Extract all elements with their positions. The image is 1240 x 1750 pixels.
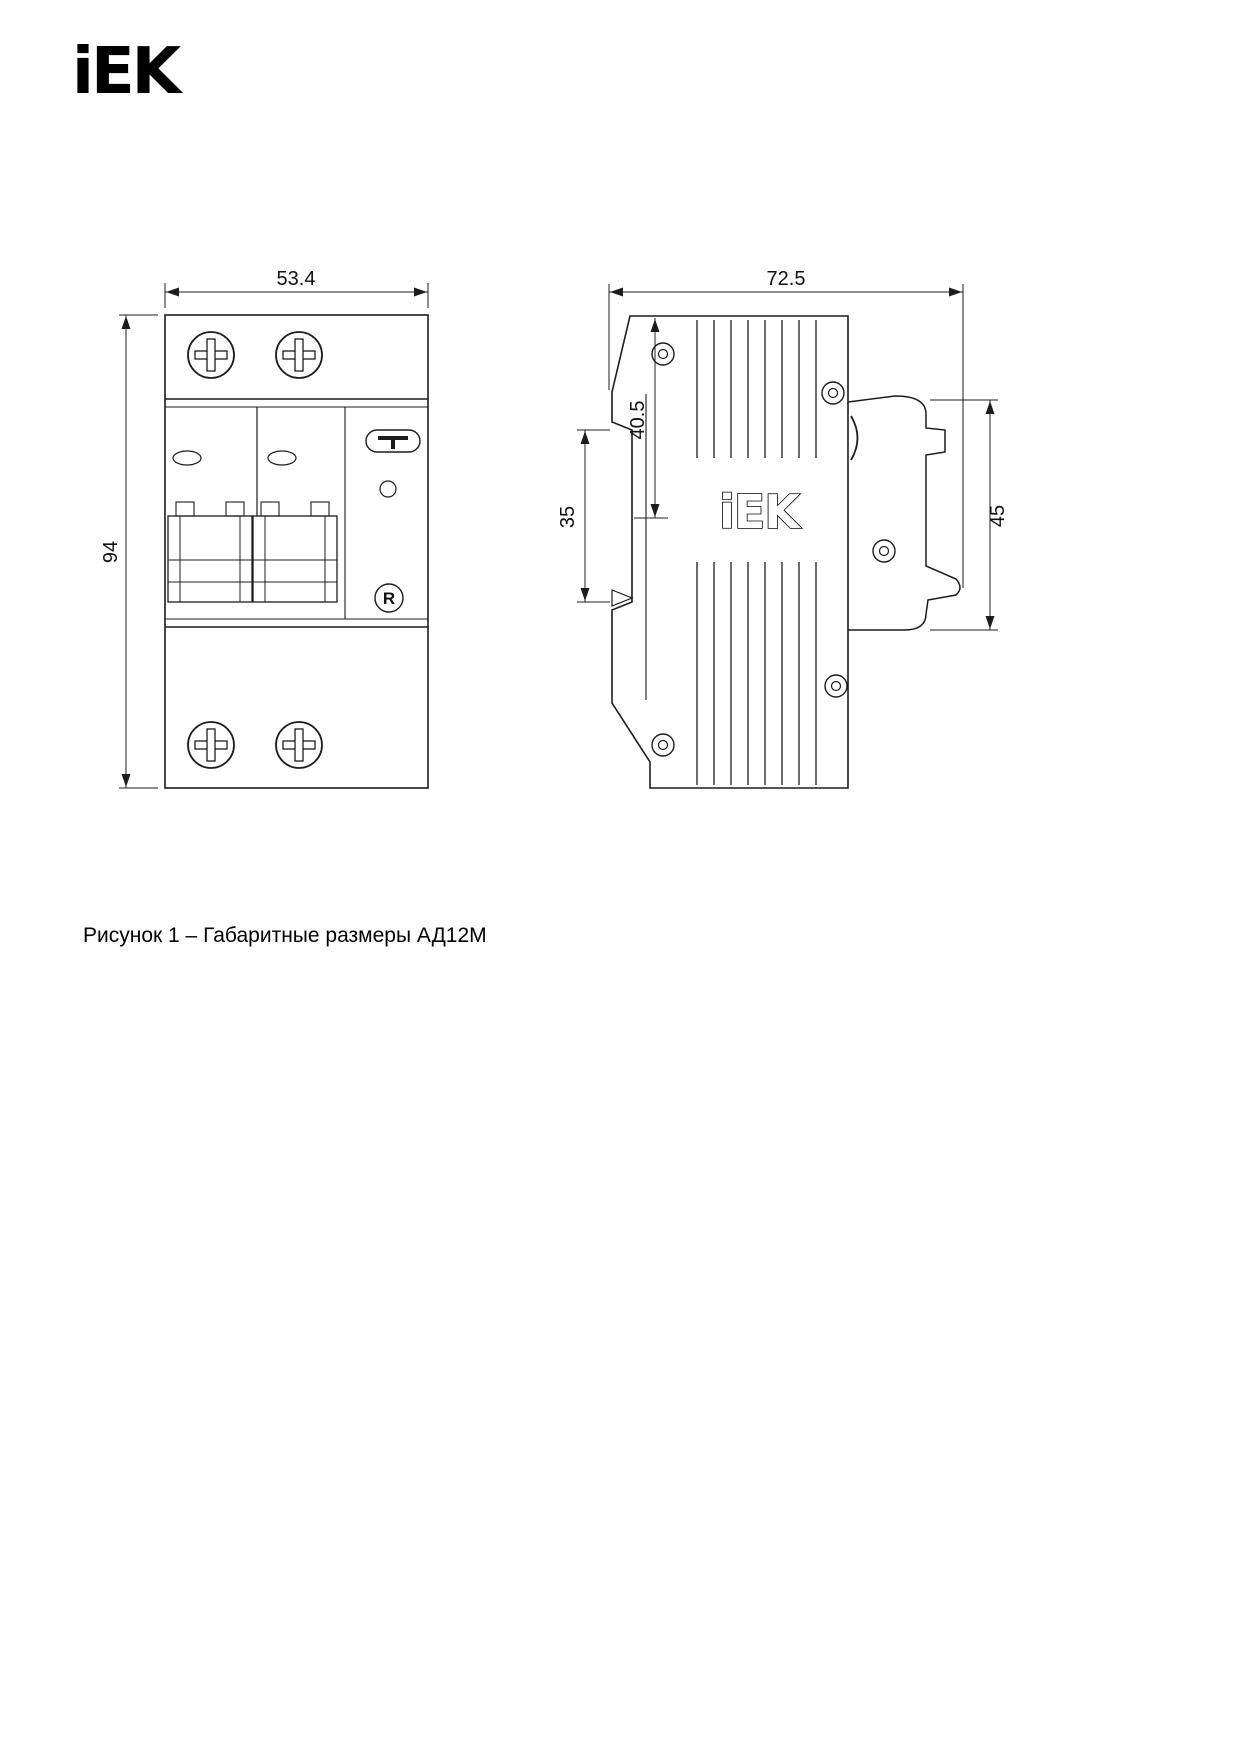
terminal-block-left <box>167 501 253 603</box>
side-depth-dim-label: 72.5 <box>767 268 806 290</box>
side-rail-recess-dim-label: 35 <box>557 506 579 528</box>
reset-mark-label: R <box>383 589 395 608</box>
pole-slot-right <box>267 450 297 466</box>
test-toggle <box>365 429 421 453</box>
rail-seat-pointer <box>611 589 634 607</box>
terminal-block-right <box>252 501 338 603</box>
screw-top-right <box>275 331 323 379</box>
front-view-body: R <box>164 314 429 789</box>
iek-logo: iEK <box>72 35 181 109</box>
front-view-dimensions: 53.4 94 <box>100 268 429 789</box>
reset-mark: R <box>374 583 404 613</box>
rivet-middle-right <box>872 539 896 563</box>
figure-caption: Рисунок 1 – Габаритные размеры АД12М <box>83 924 487 947</box>
rivet-bottom-left <box>651 733 675 757</box>
side-view-iek-logo: iEK <box>719 485 802 539</box>
rivet-top-right <box>821 381 845 405</box>
side-view-dimensions: 72.5 40.5 35 45 <box>557 268 1009 631</box>
pole-slot-left <box>172 450 202 466</box>
front-panel-profile <box>847 395 961 631</box>
side-view-body: iEK <box>611 315 961 789</box>
side-front-panel-dim-label: 45 <box>987 505 1009 527</box>
rivet-bottom-right <box>824 674 848 698</box>
housing-ribs-top <box>696 320 817 458</box>
screw-bottom-left <box>187 721 235 769</box>
front-width-dim-label: 53.4 <box>277 268 316 290</box>
front-height-dim-label: 94 <box>100 541 122 563</box>
side-rail-offset-dim-label: 40.5 <box>627 401 649 440</box>
screw-bottom-right <box>275 721 323 769</box>
housing-ribs-bottom <box>696 562 817 785</box>
indicator-window <box>379 480 397 498</box>
screw-top-left <box>187 331 235 379</box>
toggle-lever-profile <box>850 415 859 461</box>
